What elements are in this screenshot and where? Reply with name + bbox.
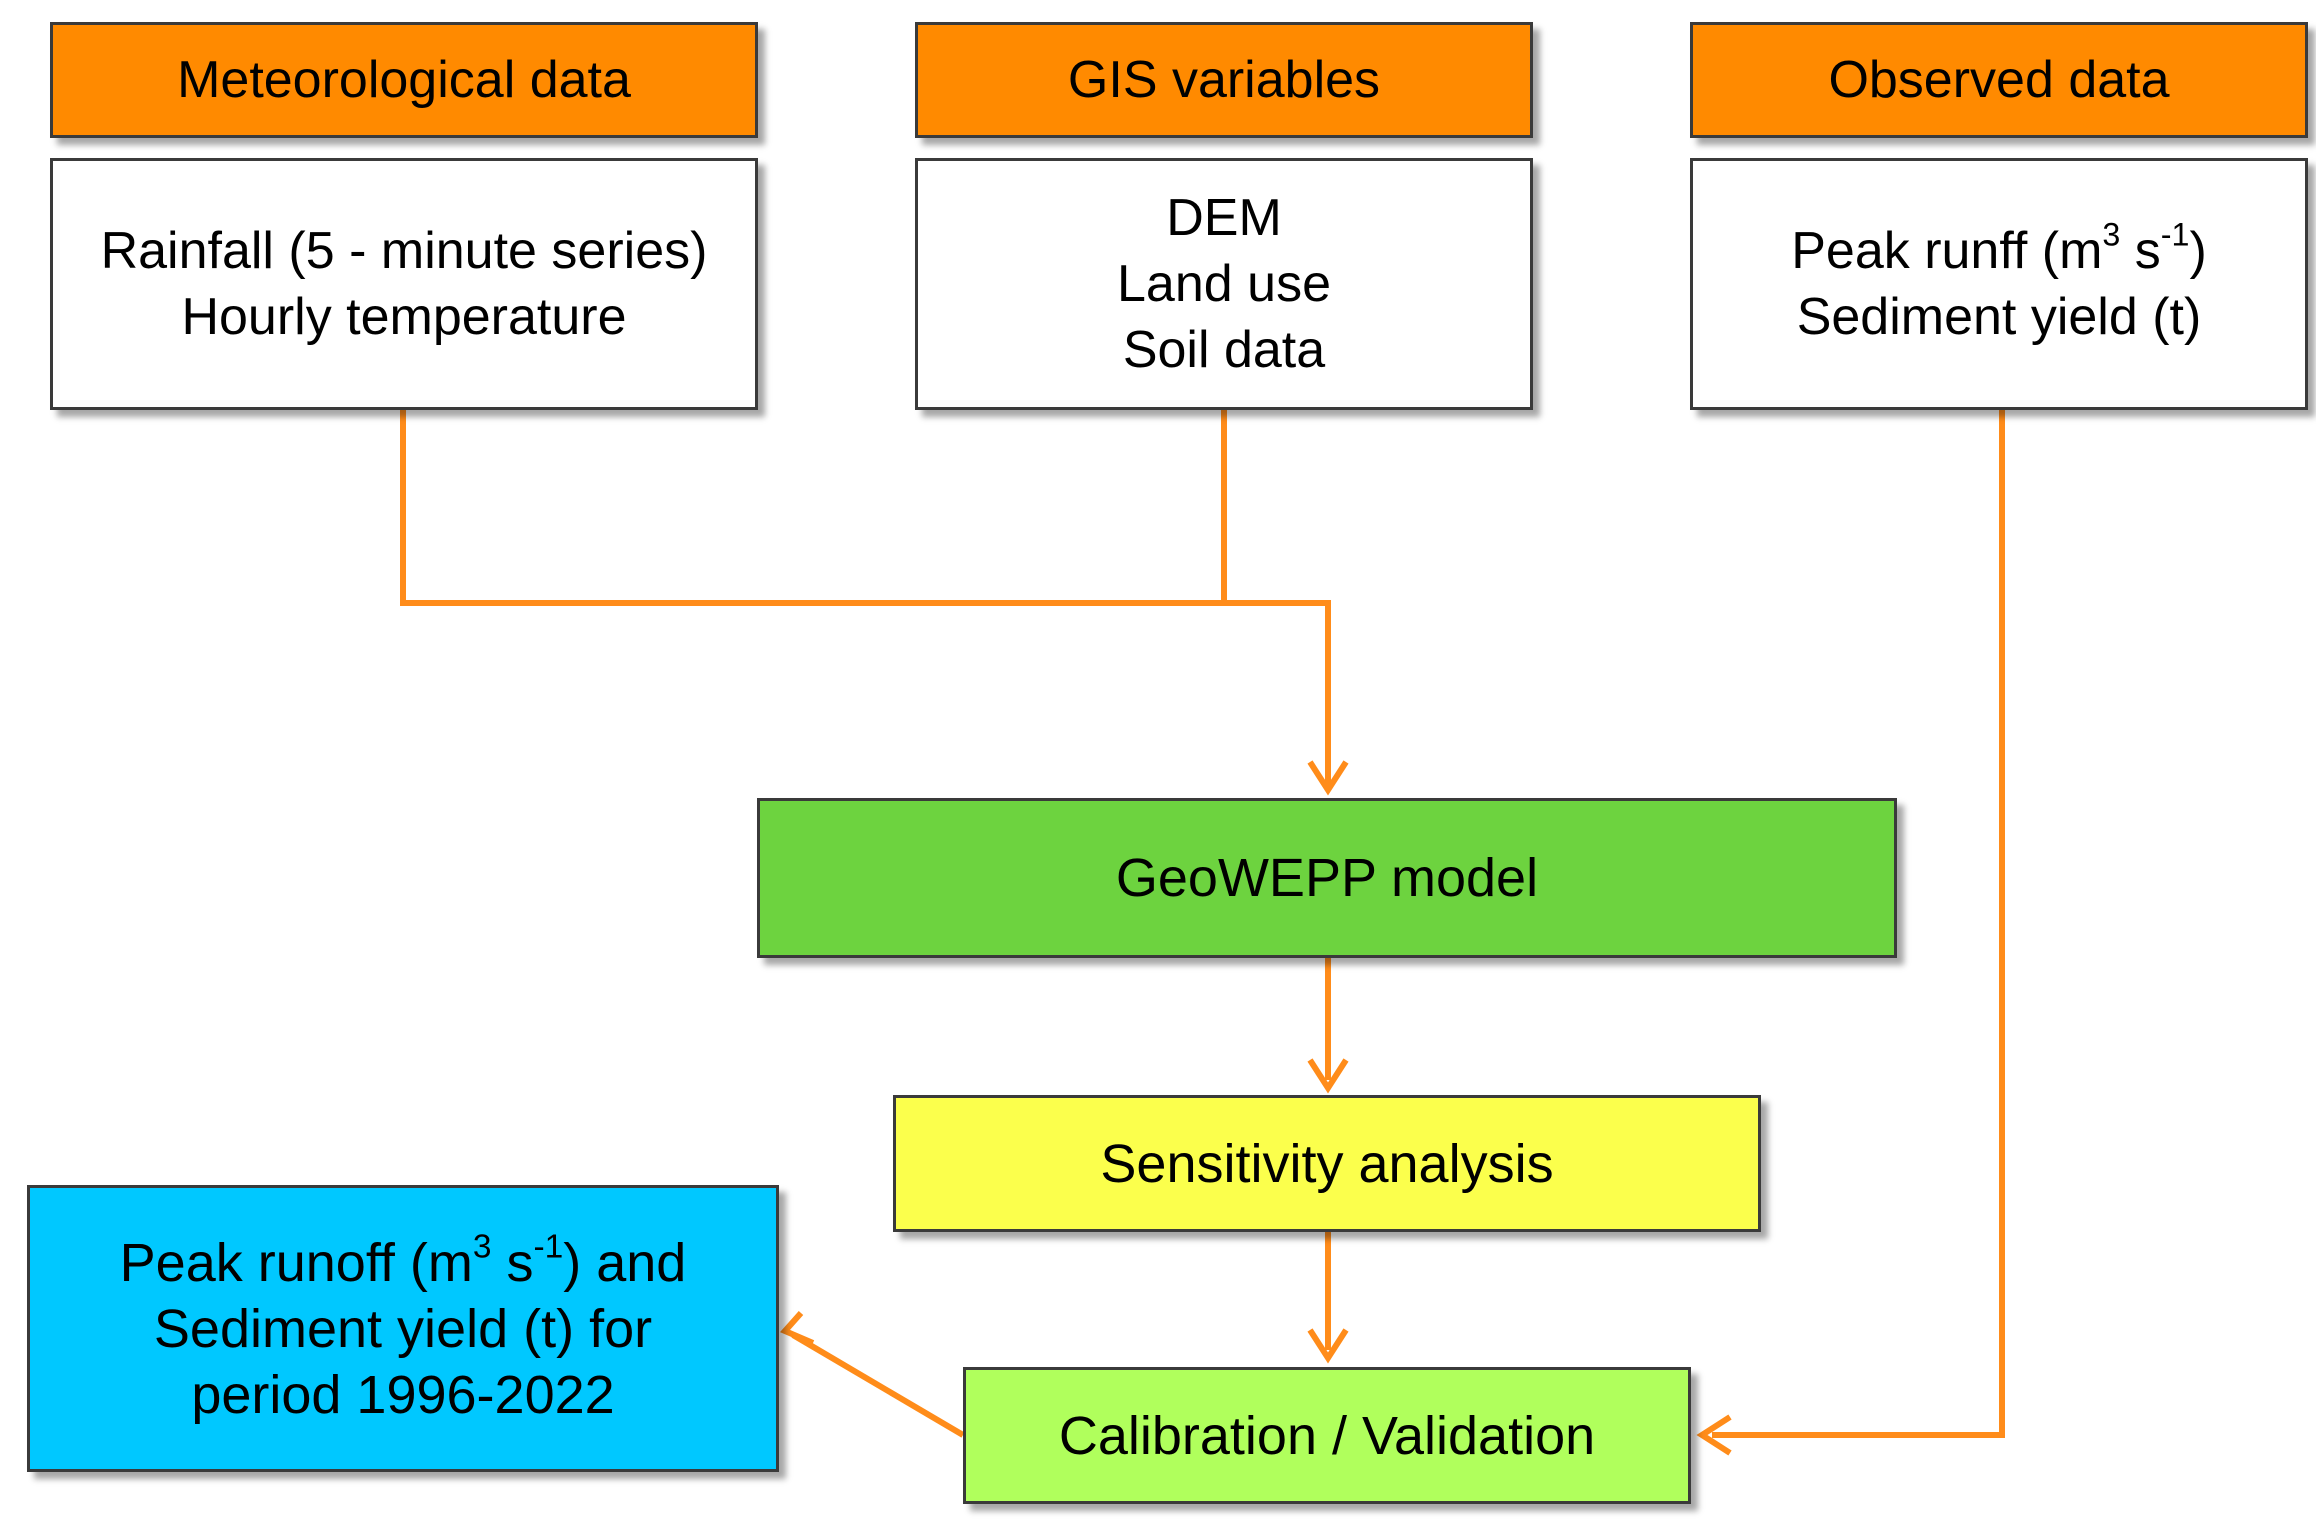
sediment-yield-line: Sediment yield (t) <box>1796 288 2202 346</box>
output-inverse-superscript: -1 <box>533 1228 564 1266</box>
output-seconds-unit-text: s <box>491 1232 534 1293</box>
arrowhead-into-model <box>1307 760 1349 796</box>
soil-data-line: Soil data <box>1122 321 1326 379</box>
observed-content-box: Peak runff (m3 s-1) Sediment yield (t) <box>1690 158 2308 410</box>
meteorological-header-text: Meteorological data <box>177 51 631 109</box>
arrowhead-into-sensitivity <box>1307 1058 1349 1094</box>
sensitivity-analysis-box: Sensitivity analysis <box>893 1095 1761 1232</box>
gis-content-box: DEM Land use Soil data <box>915 158 1533 410</box>
connector-calibration-to-output <box>791 1332 965 1438</box>
output-cubic-superscript: 3 <box>472 1228 492 1266</box>
observed-header-text: Observed data <box>1828 51 2170 109</box>
peak-runoff-text: Peak runff (m <box>1791 222 2103 280</box>
rainfall-line: Rainfall (5 - minute series) <box>100 222 708 280</box>
temperature-line: Hourly temperature <box>181 288 627 346</box>
dem-line: DEM <box>1166 189 1282 247</box>
calibration-validation-label: Calibration / Validation <box>1058 1405 1596 1466</box>
output-line-3: period 1996-2022 <box>191 1364 615 1425</box>
meteorological-header: Meteorological data <box>50 22 758 138</box>
geowepp-model-box: GeoWEPP model <box>757 798 1897 958</box>
geowepp-model-label: GeoWEPP model <box>1115 848 1539 908</box>
arrowhead-observed-into-calibration <box>1696 1414 1732 1456</box>
output-result-box: Peak runoff (m3 s-1) and Sediment yield … <box>27 1185 779 1472</box>
cubic-superscript: 3 <box>2102 216 2121 253</box>
output-line-1: Peak runoff (m3 s-1) and <box>120 1230 687 1296</box>
meteorological-content-box: Rainfall (5 - minute series) Hourly temp… <box>50 158 758 410</box>
output-line-2: Sediment yield (t) for <box>153 1298 653 1359</box>
output-peak-runoff-text: Peak runoff (m <box>119 1232 473 1293</box>
inverse-superscript: -1 <box>2160 216 2190 253</box>
sensitivity-analysis-label: Sensitivity analysis <box>1100 1133 1554 1194</box>
gis-header-text: GIS variables <box>1067 51 1381 109</box>
observed-header: Observed data <box>1690 22 2308 138</box>
land-use-line: Land use <box>1117 255 1331 313</box>
connector-meteorological <box>400 410 1331 785</box>
connector-observed <box>1712 410 2005 1438</box>
calibration-validation-box: Calibration / Validation <box>963 1367 1691 1504</box>
output-and-text: ) and <box>563 1232 687 1293</box>
arrowhead-into-calibration <box>1307 1328 1349 1364</box>
arrowhead-into-output <box>779 1311 815 1346</box>
peak-runoff-line: Peak runff (m3 s-1) <box>1791 218 2207 284</box>
seconds-unit-text: s <box>2120 222 2161 280</box>
close-paren-text: ) <box>2189 222 2207 280</box>
gis-header: GIS variables <box>915 22 1533 138</box>
